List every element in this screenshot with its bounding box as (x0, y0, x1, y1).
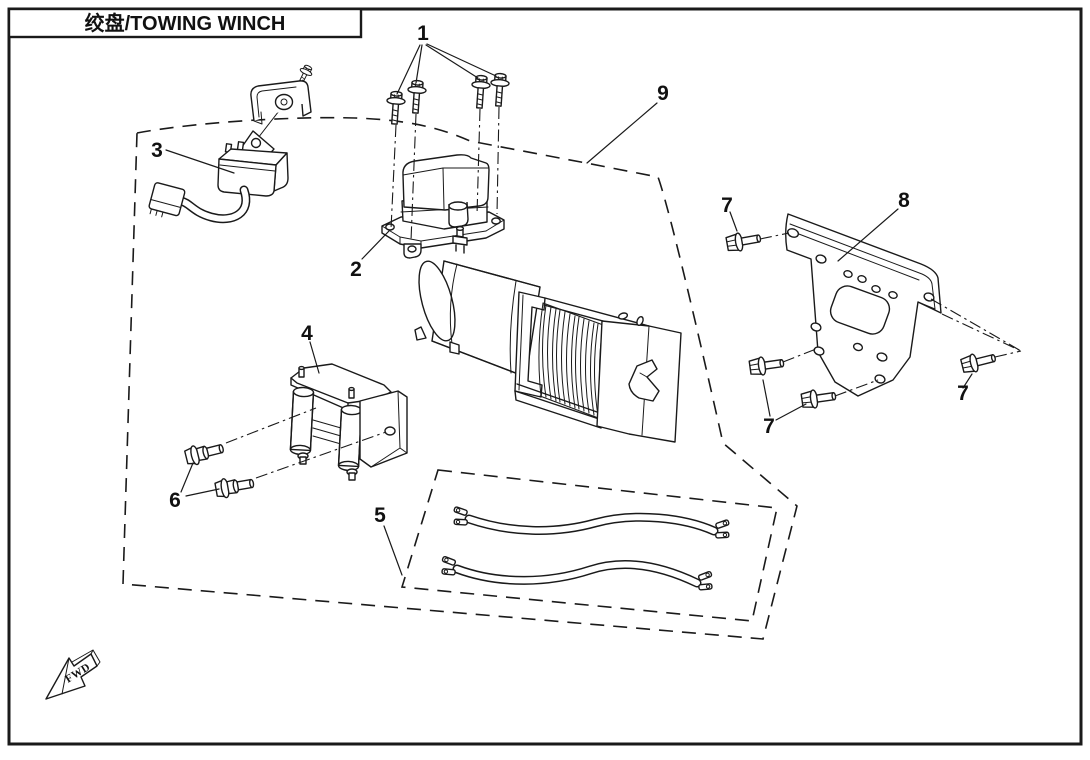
callout-3: 3 (151, 139, 163, 162)
fwd-direction-icon: FWD (45, 649, 101, 700)
part-mounting-bracket (785, 213, 942, 397)
part-mounting-bolts (384, 72, 511, 126)
page-border (7, 7, 1083, 746)
callouts: 1 2 3 4 5 6 7 7 7 8 9 (151, 22, 969, 527)
part-winch-switch (148, 62, 316, 224)
callout-7-bottom: 7 (763, 415, 775, 438)
winch-assembly-boundary (122, 116, 798, 640)
part-power-cables (439, 506, 731, 591)
callout-7-right: 7 (957, 382, 969, 405)
callout-7-top: 7 (721, 194, 733, 217)
part-winch-body (414, 225, 682, 443)
part-fairlead-bolts (183, 438, 256, 500)
callout-9: 9 (657, 82, 669, 105)
callout-1: 1 (417, 22, 429, 45)
cable-kit-boundary (400, 469, 778, 622)
callout-2: 2 (350, 258, 362, 281)
title-box (7, 7, 363, 39)
part-roller-fairlead (289, 363, 408, 481)
leader-lines (165, 43, 973, 576)
callout-4: 4 (301, 322, 313, 345)
part-contactor (381, 154, 505, 259)
callout-6: 6 (169, 489, 181, 512)
callout-5: 5 (374, 504, 386, 527)
page-title: 绞盘/TOWING WINCH (85, 11, 286, 35)
centre-lines (225, 106, 1022, 479)
callout-8: 8 (898, 189, 910, 212)
